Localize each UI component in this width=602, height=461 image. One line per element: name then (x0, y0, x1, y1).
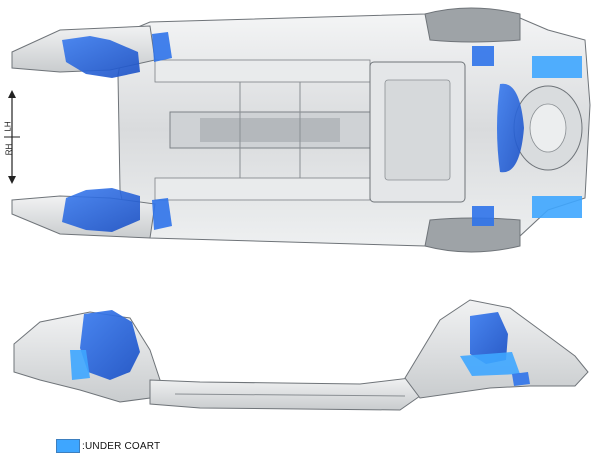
rear-wheel-arch-upper (424, 7, 521, 43)
coat-side-rear-tip (512, 372, 530, 386)
orientation-arrow-up (8, 90, 16, 98)
legend: :UNDER COART (56, 439, 160, 453)
under-coat-areas-side (70, 310, 530, 386)
coat-front-lower-right (152, 198, 172, 230)
orientation-indicator (4, 90, 20, 184)
under-coat-areas-top (62, 32, 582, 232)
underbody-side-view (13, 299, 589, 411)
coat-front-lower (62, 188, 140, 232)
coat-side-front (80, 310, 140, 380)
coat-rear-upper-strip (532, 56, 582, 78)
rear-floor-inner (384, 79, 451, 181)
orientation-label-lh: LH (3, 121, 13, 132)
side-sill-lower (154, 177, 371, 201)
coat-rear-lower-block (472, 206, 494, 226)
tunnel-shadow (200, 118, 340, 142)
coat-side-rear-lower (460, 352, 520, 376)
coat-side-rear (470, 312, 508, 364)
side-sill-line (174, 393, 406, 397)
orientation-arrow-down (8, 176, 16, 184)
coat-front-upper-right (152, 32, 172, 62)
coat-side-front-lower (70, 350, 90, 380)
spare-tire-inner (529, 103, 567, 153)
legend-label: :UNDER COART (82, 440, 161, 452)
legend-swatch-under-coat (56, 439, 80, 453)
underbody-top-view (11, 7, 591, 253)
coat-rear-center (497, 83, 524, 173)
rear-wheel-arch-lower (424, 217, 521, 253)
coat-rear-lower-strip (532, 196, 582, 218)
coat-front-upper (62, 36, 140, 78)
coat-rear-upper-block (472, 46, 494, 66)
side-sill-upper (154, 59, 371, 83)
orientation-label-rh: RH (4, 143, 14, 156)
